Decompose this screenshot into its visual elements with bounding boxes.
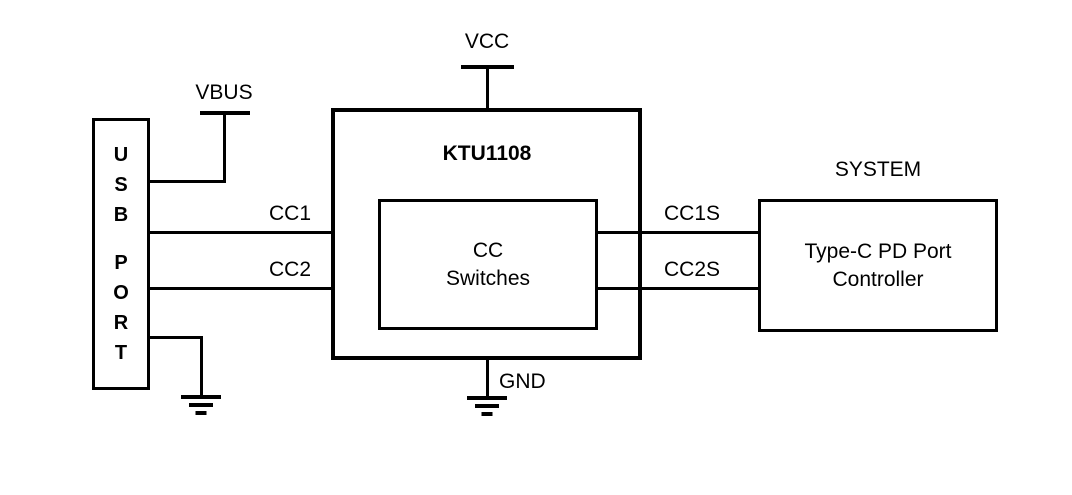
system-caption: SYSTEM [834, 158, 922, 181]
ground-bar-medium [475, 404, 499, 408]
gnd-label: GND [499, 370, 546, 393]
cc2-wire [149, 287, 381, 290]
ground-bar-narrow [481, 412, 493, 416]
cc2-label: CC2 [268, 258, 312, 281]
vcc-label: VCC [464, 30, 510, 53]
vcc-wire-vertical [486, 65, 489, 111]
ground-bar-wide [181, 395, 221, 399]
vbus-label: VBUS [195, 81, 253, 104]
vbus-wire-vertical [223, 111, 226, 182]
usb-gnd-wire-vertical [200, 336, 203, 397]
cc-switches-block [378, 199, 598, 330]
cc1-wire [149, 231, 381, 234]
cc2s-wire [595, 287, 760, 290]
cc1-label: CC1 [268, 202, 312, 225]
usb-port-block [92, 118, 150, 390]
cc1s-wire [595, 231, 760, 234]
usb-gnd-wire-horizontal [149, 336, 203, 339]
ground-bar-narrow [195, 411, 207, 415]
system-block [758, 199, 998, 332]
cc1s-label: CC1S [663, 202, 721, 225]
ground-bar-wide [467, 396, 507, 400]
ktu1108-part-label: KTU1108 [442, 142, 532, 165]
cc2s-label: CC2S [663, 258, 721, 281]
vbus-wire-to-usb-port [149, 180, 226, 183]
ground-bar-medium [189, 403, 213, 407]
gnd-wire-vertical [486, 358, 489, 398]
